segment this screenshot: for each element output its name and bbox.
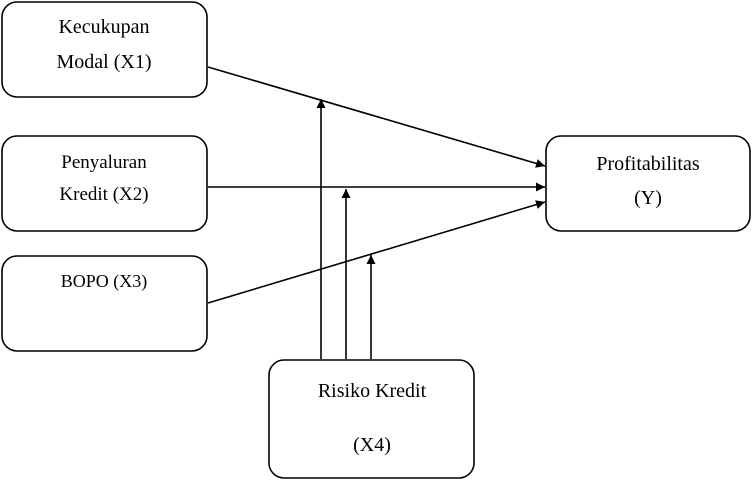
- node-x2-line2: Kredit (X2): [59, 184, 148, 205]
- node-x2: Penyaluran Kredit (X2): [1, 135, 208, 232]
- node-x3-line1: BOPO (X3): [61, 271, 148, 292]
- node-x1: Kecukupan Modal (X1): [1, 1, 208, 98]
- node-x1-line2: Modal (X1): [57, 51, 152, 73]
- node-x2-line1: Penyaluran: [61, 152, 147, 173]
- node-y: Profitabilitas (Y): [545, 135, 751, 232]
- node-x4: Risiko Kredit (X4): [268, 359, 475, 479]
- node-x4-line1: Risiko Kredit: [318, 380, 427, 402]
- arrow-x1-to-y: [207, 66, 546, 168]
- node-x4-line2: (X4): [353, 434, 391, 456]
- arrow-x3-to-y: [207, 200, 546, 304]
- node-y-line1: Profitabilitas: [596, 153, 700, 175]
- node-x3: BOPO (X3): [1, 255, 208, 352]
- node-y-line2: (Y): [634, 187, 662, 209]
- node-x1-line1: Kecukupan: [58, 16, 149, 38]
